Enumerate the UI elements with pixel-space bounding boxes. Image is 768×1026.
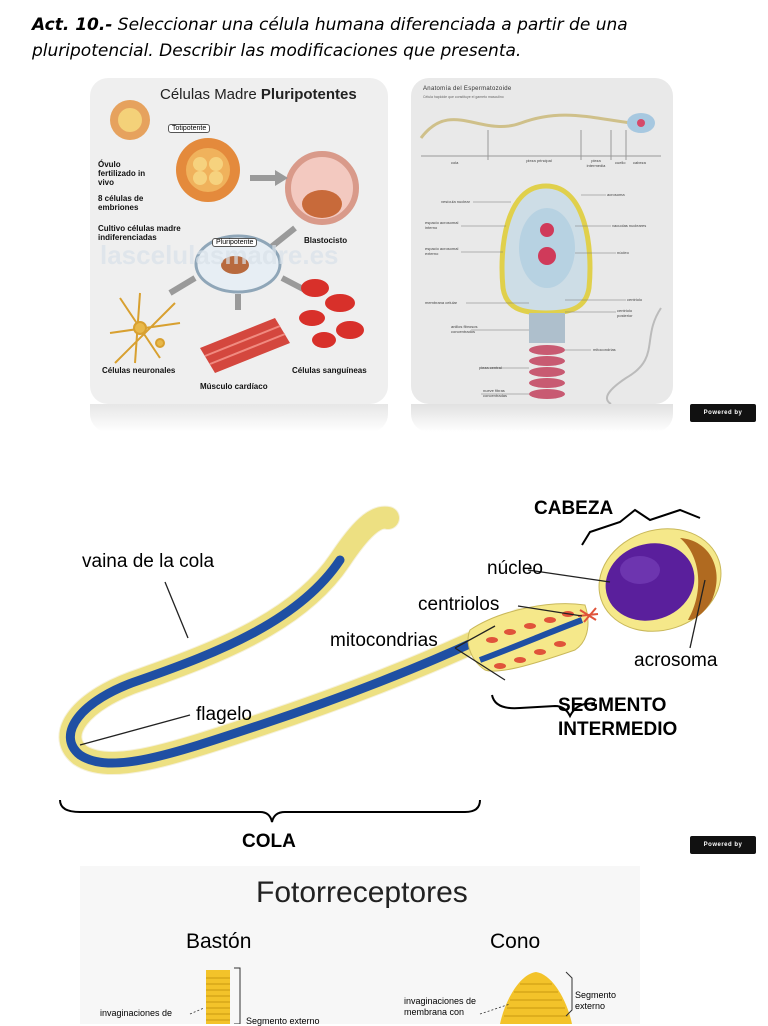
baston-label: Bastón [186, 930, 252, 953]
seg-right-line1: Segmento [575, 990, 617, 1000]
cola-bracket [59, 799, 481, 823]
rod-outer-segment [206, 970, 230, 1024]
blastocisto-label: Blastocisto [304, 236, 348, 245]
activity-heading: Act. 10.- Seleccionar una célula humana … [32, 12, 732, 64]
seg-cabeza: cabeza [633, 160, 646, 165]
lbl-anillos: anillos fibrosos concentrados [451, 324, 478, 334]
lbl-nucleo: núcleo [617, 250, 629, 255]
seg-right-label: Segmento externo [575, 990, 616, 1012]
nuclear-vacuole [540, 223, 554, 237]
stem-title-regular: Células Madre [160, 86, 261, 103]
cabeza-label: CABEZA [534, 498, 614, 519]
lbl-mitocondrias: mitocondrias [593, 347, 616, 352]
cultivo-label: Cultivo células madre indiferenciadas [98, 224, 181, 242]
activity-number: Act. 10.- [32, 15, 113, 35]
stem-cells-illustration [109, 100, 364, 373]
centriolos-label: centriolos [418, 594, 500, 615]
neuronales-label: Células neuronales [102, 366, 176, 375]
activity-text: Seleccionar una célula humana diferencia… [32, 15, 628, 61]
stem-title-bold: Pluripotentes [260, 86, 357, 103]
cardiac-muscle [200, 318, 290, 373]
lbl-membrana: membrana celular [425, 300, 458, 305]
blood-cells [299, 279, 364, 348]
lbl-esp-interno: espacio acrosomal interno [425, 220, 459, 230]
nucleus-detail [538, 247, 556, 265]
neuron-cells [109, 292, 181, 364]
segmento-intermedio-label: SEGMENTO INTERMEDIO [558, 694, 677, 742]
lbl-nueve-fibras: nueve fibras concentradas [483, 388, 508, 398]
lbl-esp-externo: espacio acrosomal externo [425, 246, 459, 256]
anatomy-title: Anatomía del Espermatozoide [423, 86, 512, 92]
anatomy-subtitle: Célula haploide que constituye el gameto… [423, 95, 504, 99]
pluripotente-tag: Pluripotente [212, 238, 258, 247]
photoreceptor-shapes [189, 967, 573, 1024]
mitochondria-dots [486, 611, 574, 669]
watermark: lascelulasmadre.es [100, 240, 339, 270]
stem-cells-panel: Células Madre Pluripotentes Totipotente … [90, 78, 388, 404]
inv-right-line2: membrana con [404, 1007, 465, 1017]
segmento-line1: SEGMENTO [558, 695, 667, 716]
acrosoma-label: acrosoma [634, 650, 718, 671]
arrow-down-left [268, 225, 297, 251]
cabeza-bracket [581, 508, 701, 546]
ovule-nucleus [118, 108, 142, 132]
inv-left-label: invaginaciones de [100, 1008, 173, 1018]
sanguineas-label: Células sanguíneas [292, 366, 367, 375]
cone-bracket [565, 971, 573, 1017]
totipotente-tag: Totipotente [168, 124, 211, 133]
stem-panel-reflection [90, 404, 388, 432]
cola-label: COLA [242, 831, 296, 852]
brand-logo-2: Powered by TRAVELBLOG [690, 836, 756, 866]
musculo-label: Músculo cardíaco [200, 382, 268, 391]
sperm-anatomy-illustration [419, 113, 662, 404]
anatomy-panel-reflection [411, 404, 673, 432]
rod-bracket [234, 967, 241, 1024]
cone-outer-segment [500, 972, 572, 1024]
ocho-celulas-label: 8 células de embriones [98, 194, 144, 212]
seg-right-line2: externo [575, 1001, 606, 1011]
seg-cola: cola [451, 160, 459, 165]
midpiece-mitochondria [529, 345, 565, 399]
neck-detail [529, 313, 565, 343]
inv-right-line1: invaginaciones de [404, 996, 477, 1006]
lbl-centriolo: centriolo [627, 297, 643, 302]
side-sperm [606, 307, 662, 404]
seg-ext-left-label: Segmento externo [246, 1016, 320, 1026]
seg-pieza-principal: pieza principal [526, 158, 552, 163]
lbl-vesicula: vesícula nuclear [441, 199, 470, 204]
cono-label: Cono [490, 930, 541, 953]
vaina-label: vaina de la cola [82, 551, 215, 572]
mini-sperm-tail [419, 113, 632, 139]
segmento-bracket [491, 694, 596, 719]
brand-logo-1: Powered by TRAVELBLOG [690, 404, 756, 434]
sperm-diagram [58, 505, 722, 823]
sperm-anatomy-panel: Anatomía del Espermatozoide Célula haplo… [411, 78, 673, 404]
flagelo-label: flagelo [196, 704, 252, 725]
inv-right-label: invaginaciones de membrana con [404, 996, 476, 1018]
lbl-pieza-central: pieza central [479, 365, 502, 370]
lbl-centriolo-post: centriolo posterior [617, 308, 633, 318]
fotorreceptores-title: Fotorreceptores [256, 876, 468, 909]
lbl-acrosoma: acrosoma [607, 192, 625, 197]
ovulo-label: Óvulo fertilizado in vivo [98, 160, 146, 187]
seg-cuello: cuello [615, 160, 626, 165]
segmento-line2: INTERMEDIO [558, 719, 678, 740]
acrosome [680, 538, 717, 620]
seg-pieza-intermedia: pieza intermedia [586, 158, 606, 168]
mitocondrias-label: mitocondrias [330, 630, 438, 651]
nucleo-label: núcleo [487, 558, 543, 579]
lbl-vacuolas: vacuolas nucleares [612, 223, 647, 228]
flagellum [65, 555, 525, 768]
stem-title: Células Madre Pluripotentes [160, 86, 388, 103]
